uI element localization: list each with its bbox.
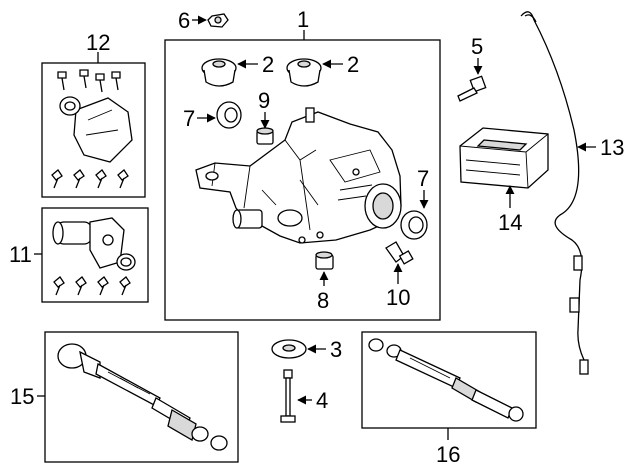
mount-bushing-right <box>286 58 322 87</box>
axle-shaft-16 <box>368 338 524 422</box>
callout-2b: 2 <box>347 52 359 77</box>
callout-11: 11 <box>9 242 32 267</box>
callout-4: 4 <box>316 388 328 413</box>
axle-shaft-15 <box>57 343 228 451</box>
callout-14: 14 <box>498 210 522 235</box>
differential-group-box <box>164 39 441 321</box>
hose-13 <box>520 11 589 375</box>
small-bushing-9 <box>256 127 274 145</box>
callout-16: 16 <box>436 442 460 467</box>
callout-13: 13 <box>600 135 624 160</box>
control-module-14 <box>459 127 549 189</box>
callout-5: 5 <box>471 34 483 59</box>
mount-plate-3 <box>271 339 307 359</box>
axle-seal-lower <box>400 210 428 240</box>
callout-7a: 7 <box>183 106 195 131</box>
callout-12: 12 <box>86 30 110 55</box>
nut-6 <box>207 13 229 28</box>
small-bushing-8 <box>315 251 334 270</box>
callout-2a: 2 <box>262 52 274 77</box>
callout-3: 3 <box>330 337 342 362</box>
cover-kit-group-box <box>41 62 146 198</box>
actuator-group-box <box>41 207 149 303</box>
axle-seal-upper <box>216 101 242 129</box>
callout-10: 10 <box>386 285 410 310</box>
cover-kit-12 <box>51 69 133 189</box>
rear-axle-shaft-group-box <box>361 331 537 429</box>
callout-6: 6 <box>178 8 190 33</box>
differential-assembly <box>195 107 402 244</box>
mount-bushing-left <box>201 58 237 87</box>
bolt-5 <box>457 75 487 102</box>
callout-8: 8 <box>317 288 329 313</box>
sensor-10 <box>385 241 414 265</box>
actuator-11 <box>52 217 136 296</box>
front-axle-shaft-group-box <box>44 331 239 463</box>
callout-15: 15 <box>10 384 34 409</box>
bolt-4 <box>280 369 296 423</box>
callout-1: 1 <box>297 7 309 32</box>
callout-9: 9 <box>258 88 270 113</box>
callout-7b: 7 <box>417 166 429 191</box>
